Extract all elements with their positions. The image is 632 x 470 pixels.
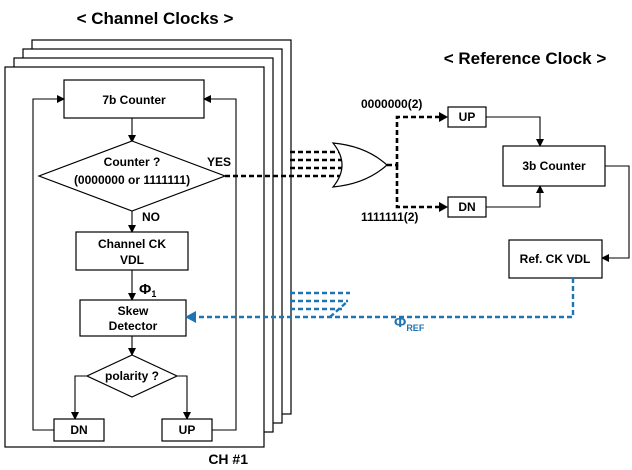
or-gate-symbol xyxy=(331,142,388,188)
counter-decision-line1: Counter ? xyxy=(104,155,161,169)
or-to-dn-dashed-path xyxy=(395,165,440,209)
ref-ck-vdl-label: Ref. CK VDL xyxy=(520,252,591,266)
arrow-dn-to-3b-counter xyxy=(486,185,544,208)
counter-decision-line2: (0000000 or 1111111) xyxy=(74,173,190,187)
phi-ref-label: ΦREF xyxy=(394,314,425,333)
or-to-up-dashed-path xyxy=(387,115,440,167)
ref-ck-vdl-box xyxy=(508,239,603,279)
reference-up-label: UP xyxy=(459,110,476,124)
code-zeros-label: 0000000(2) xyxy=(361,97,422,111)
channel-clocks-title: < Channel Clocks > xyxy=(77,9,234,28)
skew-detector-line2: Detector xyxy=(109,319,158,333)
counter-7b-box xyxy=(63,79,205,119)
channel-up-label: UP xyxy=(179,423,196,437)
phi1-label: Φ1 xyxy=(139,281,156,299)
skew-detector-box xyxy=(79,299,187,337)
arrow-3b-counter-to-ref-vdl xyxy=(601,165,630,262)
no-label: NO xyxy=(142,210,160,224)
ref-clock-dashed-path xyxy=(196,278,575,319)
ref-clock-arrowhead xyxy=(185,311,196,323)
code-ones-label: 1111111(2) xyxy=(361,210,418,224)
channel-ck-vdl-line1: Channel CK xyxy=(98,237,166,251)
reference-clock-bus xyxy=(185,278,575,323)
counter-3b-label: 3b Counter xyxy=(522,159,586,173)
polarity-decision-label: polarity ? xyxy=(105,369,159,383)
skew-detector-line1: Skew xyxy=(118,304,149,318)
reference-dn-label: DN xyxy=(458,200,475,214)
arrow-polarity-to-up xyxy=(177,375,191,420)
reference-clock-title: < Reference Clock > xyxy=(444,49,607,68)
channel-yes-bus xyxy=(225,150,345,178)
channel-dn-label: DN xyxy=(70,423,87,437)
counter-7b-label: 7b Counter xyxy=(102,93,166,107)
dn-dashed-arrowhead xyxy=(439,202,448,212)
channel-ck-vdl-line2: VDL xyxy=(120,253,144,267)
polarity-decision-diamond xyxy=(85,354,179,398)
arrow-polarity-to-dn xyxy=(71,375,87,420)
channel-stack-label: CH #1 xyxy=(208,451,248,467)
feedback-up-to-counter xyxy=(203,95,237,431)
up-dashed-arrowhead xyxy=(439,112,448,122)
arrow-up-to-3b-counter xyxy=(486,116,544,147)
yes-label: YES xyxy=(207,155,231,169)
feedback-dn-to-counter xyxy=(32,95,65,431)
